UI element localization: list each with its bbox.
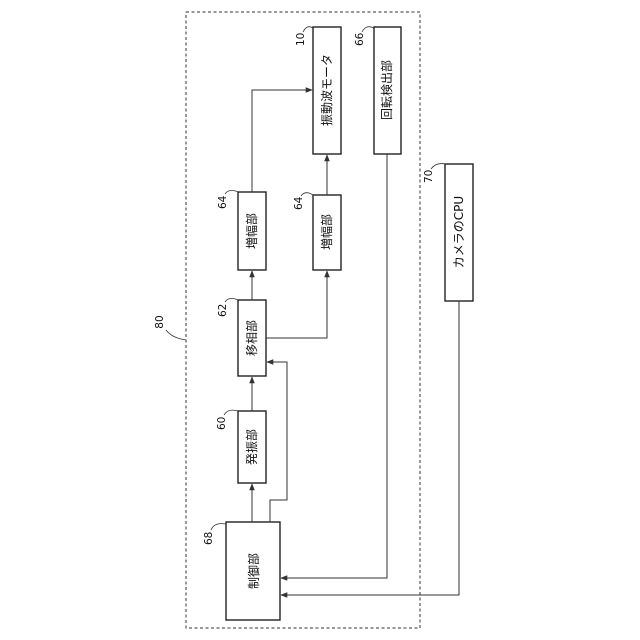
wire-amplifier-a-to-motor xyxy=(252,90,312,192)
drive-unit-ref: 80 xyxy=(154,315,186,340)
camera-cpu-block: カメラのCPU xyxy=(445,164,473,301)
motor-ref-label: 10 xyxy=(295,33,307,46)
phase-shifter-block-label: 移相部 xyxy=(244,320,259,356)
rotation-detector-ref: 66 xyxy=(354,27,374,46)
amplifier-b-block: 増幅部 xyxy=(313,195,341,270)
amplifier-b-ref: 64 xyxy=(293,193,313,210)
control-ref: 68 xyxy=(203,524,226,545)
wire-control-to-phase-shifter xyxy=(267,362,287,522)
oscillator-ref: 60 xyxy=(216,410,238,430)
rotation-detector-block: 回転検出部 xyxy=(374,27,401,154)
wire-phase-shifter-to-amplifier-b xyxy=(266,271,327,338)
rotation-detector-ref-label: 66 xyxy=(354,32,366,46)
oscillator-block-label: 発振部 xyxy=(244,429,259,465)
camera-cpu-ref: 70 xyxy=(423,164,445,183)
amplifier-b-ref-label: 64 xyxy=(293,196,305,210)
phase-shifter-ref-label: 62 xyxy=(217,304,229,317)
amplifier-a-block: 増幅部 xyxy=(238,192,266,270)
amplifier-a-ref: 64 xyxy=(217,190,238,209)
motor-ref: 10 xyxy=(295,27,313,46)
camera-cpu-block-label: カメラのCPU xyxy=(452,196,466,268)
motor-block-label: 振動波モータ xyxy=(320,54,334,126)
control-block-label: 制御部 xyxy=(246,553,261,589)
phase-shifter-block: 移相部 xyxy=(238,300,266,376)
oscillator-block: 発振部 xyxy=(238,411,266,483)
amplifier-a-block-label: 増幅部 xyxy=(244,213,259,249)
camera-cpu-ref-label: 70 xyxy=(423,170,435,183)
phase-shifter-ref: 62 xyxy=(217,298,238,317)
rotation-detector-block-label: 回転検出部 xyxy=(379,60,394,120)
oscillator-ref-label: 60 xyxy=(216,417,228,430)
amplifier-b-block-label: 増幅部 xyxy=(319,214,334,250)
control-block: 制御部 xyxy=(226,522,280,620)
drive-unit-ref-label: 80 xyxy=(154,315,166,328)
amplifier-a-ref-label: 64 xyxy=(217,195,229,209)
control-ref-label: 68 xyxy=(203,532,215,545)
wire-camera-cpu-to-control xyxy=(281,301,459,595)
motor-block: 振動波モータ xyxy=(313,27,341,154)
